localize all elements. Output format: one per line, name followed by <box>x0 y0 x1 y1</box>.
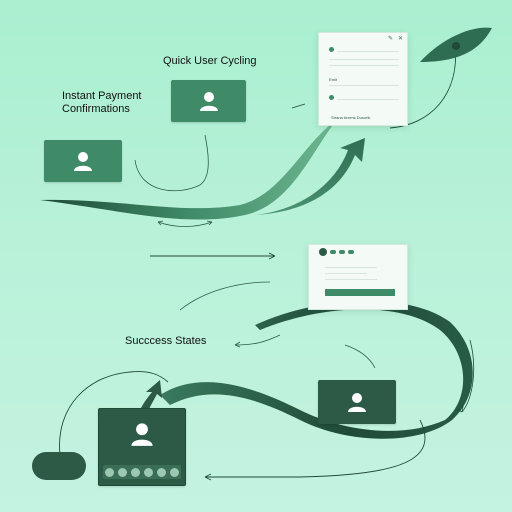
user-card-top[interactable] <box>171 80 246 122</box>
dot[interactable] <box>118 467 127 477</box>
window-row <box>337 51 399 52</box>
app-window-middle[interactable] <box>308 244 408 310</box>
tab-dot[interactable] <box>339 250 345 254</box>
window-row <box>329 65 399 66</box>
window-row <box>325 279 377 280</box>
close-icon[interactable]: ✕ <box>397 36 403 42</box>
user-card-right[interactable] <box>318 380 396 424</box>
bottom-pill <box>32 452 86 480</box>
right-small-curve <box>344 344 376 369</box>
user-card-left[interactable] <box>44 140 122 182</box>
pencil-icon[interactable]: ✎ <box>387 36 393 42</box>
dot[interactable] <box>170 467 179 477</box>
bottom-up-arrow <box>140 380 162 412</box>
window-header <box>309 245 407 259</box>
leaf-icon <box>329 95 334 100</box>
user-avatar-icon <box>348 393 366 412</box>
dot[interactable] <box>144 467 153 477</box>
window-arrow-line <box>291 103 306 109</box>
label-instant-payment: Instant Payment Confirmations <box>62 90 142 116</box>
success-curve <box>179 281 271 311</box>
window-toolbar: ✕ ✎ <box>319 33 407 43</box>
window-row <box>329 85 399 86</box>
top-curve-arrow <box>255 138 365 215</box>
label-instant-payment-line2: Confirmations <box>62 103 130 115</box>
user-card-bottom-left[interactable] <box>98 408 186 486</box>
leaf-icon <box>329 47 334 52</box>
label-instant-payment-line1: Instant Payment <box>62 90 142 102</box>
window-row <box>325 273 367 274</box>
window-row <box>325 267 377 268</box>
right-loop-line <box>461 339 475 413</box>
left-loop-line <box>59 371 169 456</box>
double-arrow <box>157 221 213 227</box>
return-arrow <box>205 419 426 478</box>
success-arrow <box>234 334 281 346</box>
logo-icon <box>319 248 327 256</box>
window-row <box>329 59 399 60</box>
user-avatar-icon <box>131 423 153 446</box>
window-row <box>337 99 399 100</box>
top-thin-curve <box>134 134 209 192</box>
tab-dot[interactable] <box>330 250 336 254</box>
window-action-bar[interactable] <box>325 289 395 296</box>
dot-row <box>103 465 181 479</box>
dot[interactable] <box>157 467 166 477</box>
label-success-states: Succcess States <box>125 335 207 347</box>
user-avatar-icon <box>74 152 92 171</box>
window-row-label: Emit <box>329 77 337 82</box>
bottom-ribbon <box>160 300 473 439</box>
user-avatar-icon <box>199 92 218 111</box>
label-quick-user-cycling: Quick User Cycling <box>163 55 257 67</box>
app-window-top[interactable]: ✕ ✎ Emit Strana ticrenk Dusorik <box>318 32 408 126</box>
tab-dot[interactable] <box>348 250 354 254</box>
dot[interactable] <box>131 467 140 477</box>
dot[interactable] <box>105 467 114 477</box>
window-footer-text: Strana ticrenk Dusorik <box>331 115 371 120</box>
